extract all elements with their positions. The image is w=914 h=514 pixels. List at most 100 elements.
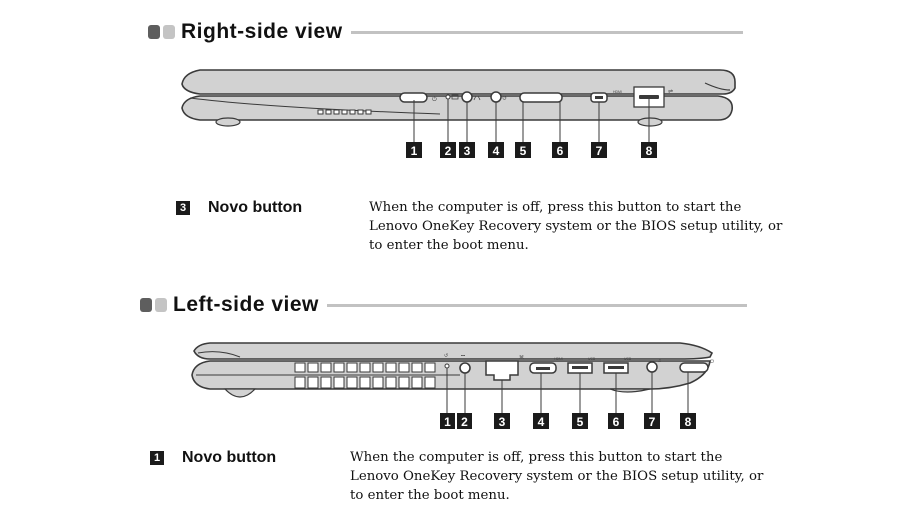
callout-7: 7 — [644, 413, 660, 429]
dc-in-jack — [459, 362, 471, 374]
ethernet-port — [485, 360, 519, 381]
vent-slot — [359, 362, 371, 373]
vent-slot — [320, 362, 332, 373]
description-term: Novo button — [208, 199, 303, 216]
bullet-dark-icon — [148, 25, 160, 39]
leader-lines — [446, 368, 689, 413]
svg-text:7: 7 — [649, 415, 656, 429]
svg-text:5: 5 — [577, 415, 584, 429]
dc-in-icon: ⎓ — [461, 353, 465, 359]
hdmi-label: HDMI — [554, 357, 563, 361]
battery-led — [445, 94, 451, 100]
audio-jack — [646, 361, 658, 373]
usb-label-1: USB — [588, 357, 596, 361]
bullet-light-icon — [163, 25, 175, 39]
laptop-lid — [181, 69, 736, 95]
description-text: When the computer is off, press this but… — [350, 450, 764, 503]
header-rule — [350, 30, 743, 34]
vent-slot — [424, 376, 436, 389]
novo-button — [490, 91, 502, 103]
audio-jack — [461, 91, 473, 103]
vent-slot — [294, 376, 306, 389]
description-text: When the computer is off, press this but… — [369, 200, 783, 253]
vent-slot — [333, 376, 345, 389]
vent-slot — [294, 362, 306, 373]
callout-3: 3 — [459, 142, 475, 158]
description-badge: 1 — [150, 451, 164, 465]
power-icon: ⏻ — [710, 359, 714, 365]
section-header-right-side: Right-side view — [148, 20, 743, 44]
callout-6: 6 — [552, 142, 568, 158]
vent-slot — [346, 376, 358, 389]
vent-grille — [294, 362, 436, 389]
callout-5: 5 — [572, 413, 588, 429]
svg-text:7: 7 — [596, 144, 603, 158]
callout-8: 8 — [680, 413, 696, 429]
section-header-left-side: Left-side view — [140, 293, 747, 317]
vent-slot — [346, 362, 358, 373]
callout-5: 5 — [515, 142, 531, 158]
headphone-icon — [473, 95, 481, 101]
usb-icon: ⇌ — [668, 88, 673, 95]
vent-slot — [307, 362, 319, 373]
section-title: Left-side view — [173, 293, 319, 316]
vent-slot — [359, 376, 371, 389]
foot-left — [215, 117, 241, 127]
vent-slot — [385, 376, 397, 389]
foot-right — [637, 117, 663, 127]
vent-slot — [398, 362, 410, 373]
power-button — [679, 362, 709, 373]
section-title: Right-side view — [181, 20, 343, 43]
vent-slot — [385, 362, 397, 373]
callout-8: 8 — [641, 142, 657, 158]
right-side-laptop-illustration: ⏻ ↺ HDMI ⇌ 1 2 3 4 5 6 7 8 — [170, 60, 750, 165]
right-side-diagram: ⏻ ↺ HDMI ⇌ 1 2 3 4 5 6 7 8 — [181, 69, 736, 158]
description-badge: 3 — [176, 201, 190, 215]
svg-text:8: 8 — [646, 144, 653, 158]
novo-button — [444, 363, 450, 369]
left-side-laptop-illustration: ↺ ⎓ ⌘ HDMI USB USB ♫ ⏻ 1 2 3 4 — [180, 335, 730, 440]
vent-slot — [372, 376, 384, 389]
novo-icon: ↺ — [444, 353, 448, 359]
callout-1: 1 — [406, 142, 422, 158]
left-side-diagram: ↺ ⎓ ⌘ HDMI USB USB ♫ ⏻ 1 2 3 4 — [191, 342, 714, 429]
svg-text:6: 6 — [557, 144, 564, 158]
speaker-grille — [317, 109, 372, 115]
power-icon: ⏻ — [432, 96, 437, 103]
hdmi-label: HDMI — [613, 90, 622, 94]
vent-slot — [333, 362, 345, 373]
vent-slot — [424, 362, 436, 373]
vent-slot — [398, 376, 410, 389]
svg-text:4: 4 — [493, 144, 500, 158]
leader-lines — [413, 99, 650, 144]
laptop-lid — [193, 342, 714, 360]
description-row-right: 3 Novo button — [176, 199, 302, 217]
usb-port — [639, 95, 659, 99]
svg-text:1: 1 — [444, 415, 451, 429]
header-rule — [326, 303, 747, 307]
battery-status-icon — [451, 94, 459, 100]
callout-6: 6 — [608, 413, 624, 429]
vent-slot — [372, 362, 384, 373]
ethernet-icon: ⌘ — [519, 355, 524, 361]
description-row-left: 1 Novo button — [150, 449, 276, 467]
svg-text:2: 2 — [445, 144, 452, 158]
svg-text:3: 3 — [499, 415, 506, 429]
svg-text:6: 6 — [613, 415, 620, 429]
vent-slot — [307, 376, 319, 389]
svg-text:2: 2 — [461, 415, 468, 429]
headphone-icon: ♫ — [658, 358, 662, 364]
callout-2: 2 — [457, 413, 472, 429]
svg-text:8: 8 — [685, 415, 692, 429]
callout-4: 4 — [488, 142, 504, 158]
svg-text:4: 4 — [538, 415, 545, 429]
bullet-light-icon — [155, 298, 167, 312]
vent-slot — [320, 376, 332, 389]
foot-left — [223, 388, 257, 398]
usb-label-2: USB — [624, 357, 632, 361]
vent-slot — [411, 376, 423, 389]
bullet-dark-icon — [140, 298, 152, 312]
card-reader-slot — [519, 92, 563, 103]
foot-right — [609, 388, 651, 393]
novo-icon: ↺ — [502, 95, 507, 102]
